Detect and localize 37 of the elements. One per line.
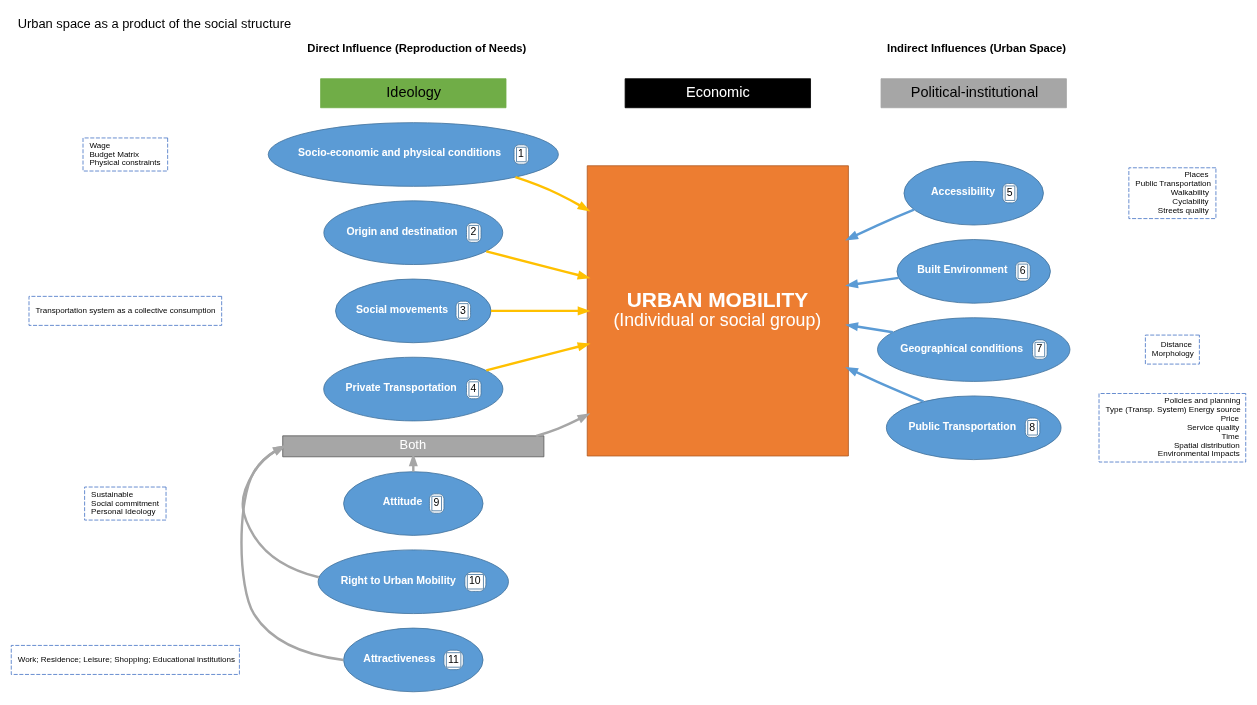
- diagram-title: Urban space as a product of the social structure: [17, 15, 292, 31]
- label: Indirect Influences (Urban Space): [887, 41, 1067, 54]
- arrow: [845, 366, 925, 403]
- node-box: Both: [282, 434, 545, 457]
- node-box: Places Public Transportation Walkability Cyclability Streets quality: [1128, 166, 1217, 219]
- node-box: Transportation system as a collective consumption: [28, 295, 223, 326]
- node-ellipse: Social movements 3: [335, 278, 492, 343]
- arrow: [486, 341, 591, 372]
- arrow: [845, 208, 915, 240]
- arrow: [240, 444, 344, 661]
- arrow: [490, 305, 591, 315]
- node-box: Wage Budget Matrix Physical constraints: [82, 137, 169, 171]
- node-ellipse: Origin and destination 2: [323, 199, 504, 265]
- node-ellipse: Geographical conditions 7: [877, 316, 1071, 382]
- node-box: Work; Residence; Leisure; Shopping; Educational institutions: [10, 644, 240, 675]
- label: Direct Influence (Reproduction of Needs): [307, 41, 527, 54]
- node-ellipse: Public Transportation 8: [885, 395, 1062, 460]
- node-box: Ideology: [320, 77, 507, 108]
- node-box: URBAN MOBILITY (Individual or social group): [586, 164, 849, 456]
- node-ellipse: Attitude 9: [343, 470, 484, 536]
- node-box: Economic: [624, 77, 811, 108]
- arrow: [486, 249, 591, 279]
- node-ellipse: Private Transportation 4: [323, 356, 504, 421]
- arrow: [845, 276, 899, 288]
- arrow: [536, 412, 591, 437]
- node-box: Political-institutional: [880, 77, 1067, 108]
- arrow: [515, 175, 591, 212]
- node-box: Sustainable Social commitment Personal Ideology: [84, 486, 167, 520]
- node-ellipse: Accessibility 5: [903, 160, 1044, 225]
- node-box: Policies and planning Type (Transp. System) Energy source Price Service quality Time Spatial distribution Environmental Impacts: [1098, 392, 1247, 462]
- node-ellipse: Built Environment 6: [896, 238, 1051, 304]
- node-ellipse: Socio-economic and physical conditions 1: [267, 121, 559, 187]
- node-box: Distance Morphology: [1144, 334, 1200, 364]
- arrow: [241, 444, 320, 578]
- node-ellipse: Right to Urban Mobility 10: [317, 549, 509, 614]
- node-ellipse: Attractiveness 11: [343, 627, 484, 692]
- arrow: [845, 321, 894, 333]
